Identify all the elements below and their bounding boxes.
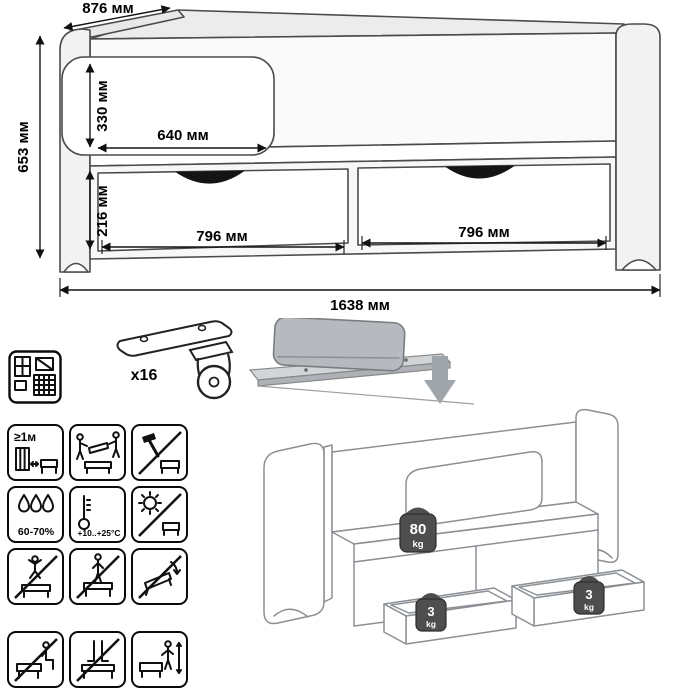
dimension-1638: 1638 мм	[59, 274, 661, 314]
humidity-label: 60-70%	[17, 526, 54, 538]
dim-label-653: 653 мм	[15, 121, 32, 172]
dimension-330: 330 мм	[85, 63, 111, 148]
warning-icon-no-standing	[69, 548, 126, 605]
dimension-640: 640 мм	[97, 127, 267, 153]
dimension-216: 216 мм	[85, 170, 111, 250]
bed-load-unit: kg	[412, 539, 423, 550]
dim-label-330: 330 мм	[94, 80, 111, 131]
mounting-plate-icon	[116, 320, 233, 357]
caster-wheel-icon	[188, 340, 234, 400]
drawer-left-handle-notch	[175, 170, 245, 184]
drawer-right-load-value: 3	[585, 587, 592, 602]
dim-label-796-right: 796 мм	[458, 224, 509, 241]
dim-label-796-left: 796 мм	[196, 228, 247, 245]
warning-icon-no-standing-legs	[69, 631, 126, 688]
bed-load-weight: 80 kg	[399, 507, 437, 553]
temperature-label: +10..+25°С	[77, 528, 120, 538]
bed-load-value: 80	[410, 521, 427, 538]
bed-structure	[59, 9, 661, 273]
dim-label-216: 216 мм	[94, 185, 111, 236]
dimension-796-right: 796 мм	[361, 224, 607, 250]
warning-icon-temperature: +10..+25°С	[69, 486, 126, 543]
warning-icon-no-hammer	[131, 424, 188, 481]
warning-icon-no-sitting-edge	[7, 631, 64, 688]
min-distance-label: ≥1м	[14, 430, 36, 444]
warning-icon-two-person-assembly	[69, 424, 126, 481]
dimension-876: 876 мм	[63, 0, 171, 31]
caster-hardware-diagram: x16	[116, 320, 234, 400]
warning-icon-humidity: 60-70%	[7, 486, 64, 543]
right-panel	[615, 23, 661, 271]
dim-label-1638: 1638 мм	[330, 297, 390, 314]
dimension-653: 653 мм	[15, 35, 45, 259]
bed-dimension-drawing: 876 мм 653 мм 330 мм 640 мм 216 мм 796 м…	[15, 0, 661, 314]
warning-icon-no-jumping	[7, 548, 64, 605]
caster-quantity-label: x16	[131, 367, 158, 384]
left-panel-foot-arch	[63, 262, 89, 273]
drawer-right-load-weight: 3 kg	[573, 576, 605, 615]
down-arrow-icon	[424, 356, 456, 404]
warning-icon-no-sunlight	[131, 486, 188, 543]
warning-icon-min-distance: ≥1м	[7, 424, 64, 481]
dim-label-640: 640 мм	[157, 127, 208, 144]
load-limit-diagram: 80 kg 3 kg 3 kg	[263, 408, 645, 645]
warning-icon-no-tilting	[131, 548, 188, 605]
drawer-right-handle-notch	[445, 165, 515, 179]
warning-grid: ≥1м	[7, 424, 188, 605]
hardware-kit-icon	[8, 350, 62, 404]
drawer-right-front	[357, 163, 611, 246]
warning-icon-lift-to-move	[131, 631, 188, 688]
backrest-install-diagram	[248, 318, 474, 405]
drawer-left-load-value: 3	[427, 604, 434, 619]
drawer-left-front	[97, 168, 349, 252]
backrest-panel	[272, 318, 406, 372]
right-panel-foot-arch	[621, 259, 657, 271]
dim-label-876: 876 мм	[82, 0, 133, 17]
drawer-left-load-unit: kg	[426, 619, 436, 629]
safety-rail	[61, 56, 275, 156]
drawer-right-load-unit: kg	[584, 602, 594, 612]
drawer-left-load-weight: 3 kg	[415, 593, 447, 632]
warning-grid-bottom	[7, 631, 188, 688]
dimension-796-left: 796 мм	[101, 228, 345, 254]
